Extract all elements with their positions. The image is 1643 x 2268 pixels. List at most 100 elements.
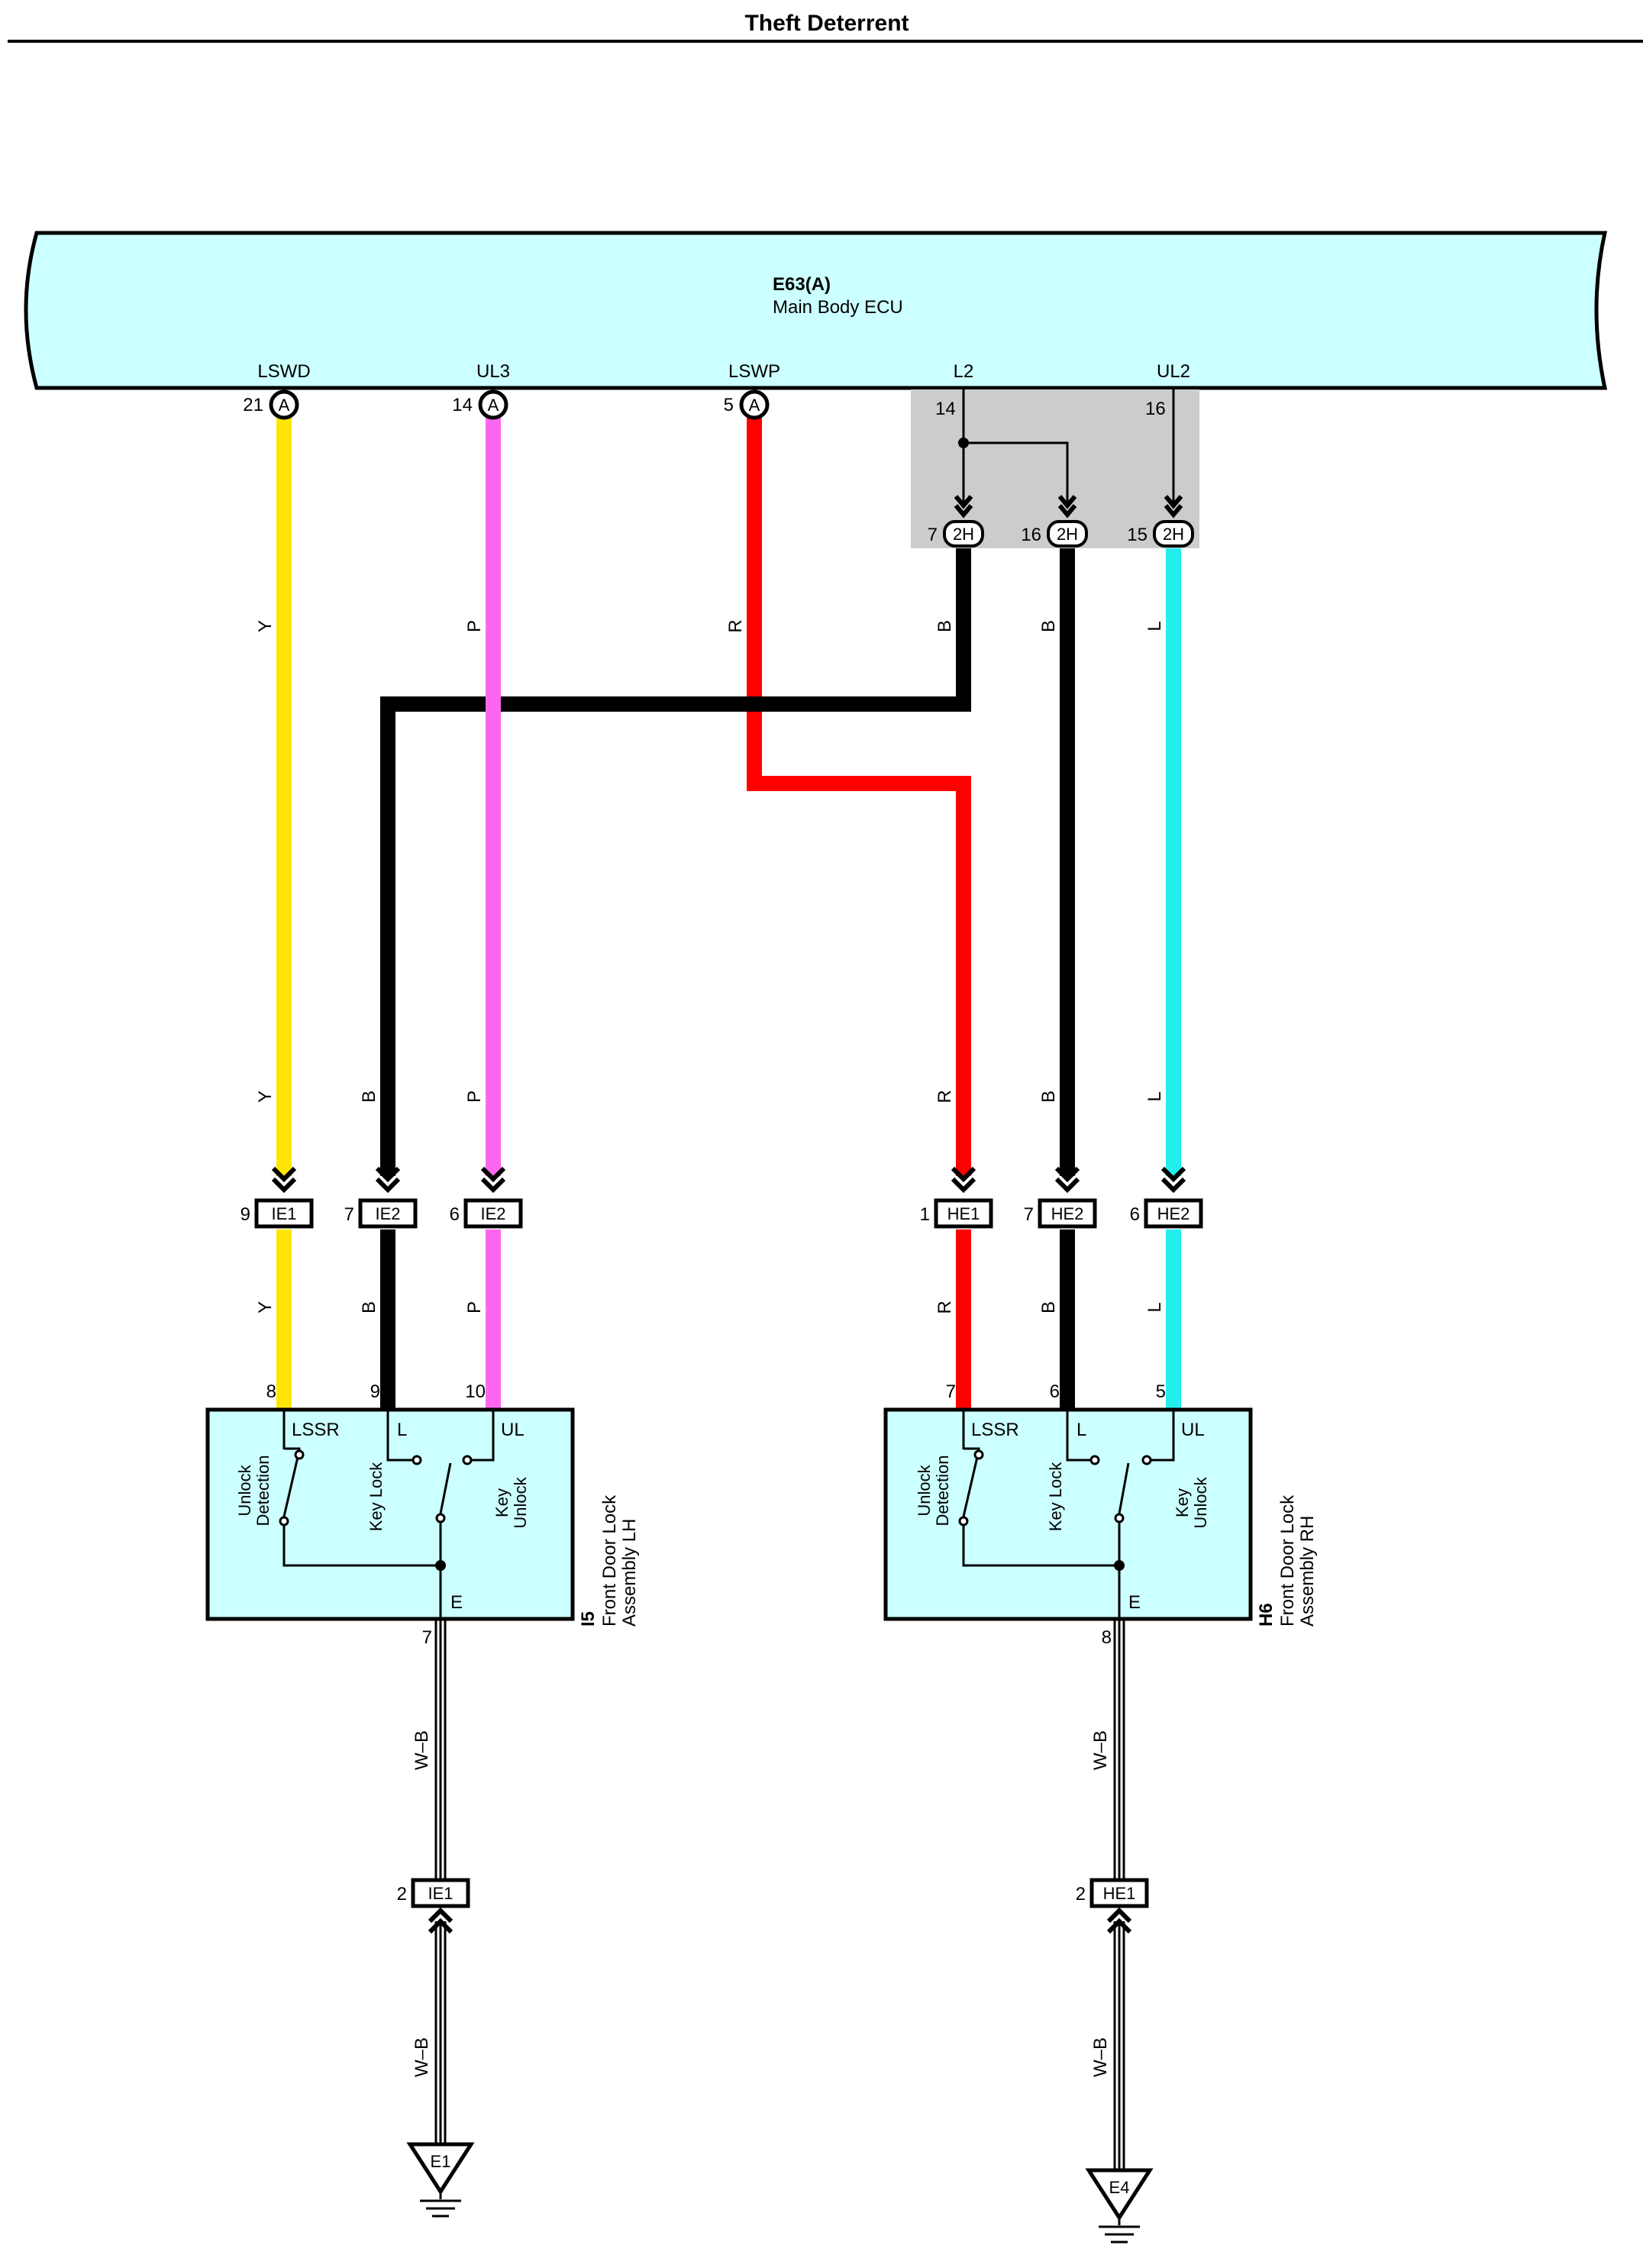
conn-ie1-2-number: 2	[397, 1884, 407, 1905]
conn-he1-2-number: 2	[1076, 1884, 1086, 1905]
label-r-top: R	[725, 619, 746, 632]
wire-labels-low: Y B P R B L	[255, 1300, 1165, 1313]
label-l-mid: L	[1144, 1091, 1165, 1101]
conn-he2-7-number: 7	[1024, 1204, 1034, 1225]
rh-label-keyunlock1: Key	[1173, 1488, 1192, 1517]
ground-e1-label: E1	[431, 2152, 451, 2171]
conn-ie1-9	[254, 1198, 314, 1229]
arrow-2h-1b	[954, 504, 973, 519]
page-title: Theft Deterrent	[744, 11, 909, 36]
conn-2h-7-code: 2H	[953, 525, 974, 544]
rh-key-blade	[1118, 1462, 1130, 1514]
conn-he2-6	[1144, 1198, 1203, 1229]
lh-label-keyunlock1: Key	[492, 1488, 512, 1517]
rh-wb-label-lower: W–B	[1090, 2037, 1111, 2077]
lh-door-lock-assembly: 8 9 10 LSSR L UL E Unlock Detection Key …	[205, 1381, 640, 1627]
lh-pin-8: 8	[266, 1381, 276, 1402]
conn-he2-7	[1038, 1198, 1097, 1229]
lh-assembly-code: I5	[578, 1611, 599, 1627]
rh-pin-8: 8	[1102, 1627, 1112, 1648]
rh-assembly-name2: Assembly RH	[1297, 1516, 1318, 1627]
lh-term-ul: UL	[501, 1420, 525, 1440]
ecu-block	[24, 231, 1608, 390]
conn-ie1-2	[411, 1878, 470, 1908]
ground-e4-label: E4	[1109, 2178, 1130, 2197]
ecu-pin-ul3	[478, 389, 508, 420]
l2-pin-number: 14	[935, 399, 956, 419]
label-b-2h16: B	[1038, 620, 1059, 632]
ecu-code: E63(A)	[773, 274, 831, 295]
lh-assembly-name1: Front Door Lock	[599, 1494, 620, 1627]
conn-2h-7-number: 7	[928, 525, 938, 545]
lh-label-keyunlock2: Unlock	[511, 1476, 530, 1528]
label-y-top: Y	[255, 620, 276, 632]
rh-term-l: L	[1077, 1420, 1086, 1440]
label-p-low: P	[464, 1301, 485, 1313]
lh-keyunlock-contact	[462, 1455, 473, 1465]
lh-pin-7: 7	[422, 1627, 432, 1648]
lh-keylock-contact	[412, 1455, 422, 1465]
conn-2h-15-number: 15	[1127, 525, 1148, 545]
conn-he1-1-code: HE1	[947, 1204, 980, 1223]
wire-b-left-upper	[380, 548, 971, 1176]
lh-term-l: L	[397, 1420, 407, 1440]
rh-assembly-code: H6	[1256, 1603, 1277, 1627]
label-b-mid-l: B	[359, 1090, 379, 1103]
conn-ie2-6	[463, 1198, 523, 1229]
lh-ground-path: 7 W–B IE1 2 W–B E1	[397, 1619, 475, 2218]
label-l-low: L	[1144, 1302, 1165, 1312]
rh-term-e: E	[1128, 1592, 1141, 1613]
conn-ie1-9-code: IE1	[271, 1204, 296, 1223]
rh-pin-5: 5	[1156, 1381, 1166, 1402]
conn-2h-7	[943, 520, 984, 548]
ecu-pin-lswp-conn: A	[749, 396, 760, 415]
ecu-pin-lswd-number: 21	[243, 395, 263, 415]
conn-ie2-7	[358, 1198, 418, 1229]
rh-term-ul: UL	[1181, 1420, 1205, 1440]
lh-wb-label-upper: W–B	[412, 1730, 432, 1770]
label-l-top: L	[1144, 621, 1165, 631]
lh-label-unlock2: Detection	[253, 1455, 273, 1527]
conn-he1-2-code: HE1	[1103, 1884, 1136, 1903]
lh-e-splice	[435, 1560, 446, 1571]
conn-he2-7-code: HE2	[1051, 1204, 1084, 1223]
ecu-pin-name-lswd: LSWD	[257, 361, 310, 382]
label-p-mid: P	[464, 1090, 485, 1103]
rh-door-lock-assembly: 7 6 5 LSSR L UL E Unlock Detection Key L…	[883, 1381, 1318, 1627]
wire-labels-upper: Y P R B B L	[255, 619, 1165, 632]
conn-2h-16	[1047, 520, 1088, 548]
label-y-mid: Y	[255, 1090, 276, 1103]
conn-ie2-7-code: IE2	[375, 1204, 400, 1223]
arrow-2h-2	[1057, 495, 1077, 509]
lh-assembly-box	[205, 1407, 575, 1621]
arrow-2h-2b	[1057, 504, 1077, 519]
label-r-low: R	[934, 1300, 955, 1313]
conn-2h-16-number: 16	[1021, 525, 1041, 545]
rh-pin-6: 6	[1050, 1381, 1060, 1402]
ecu-pin-ul3-number: 14	[452, 395, 473, 415]
conn-he2-6-code: HE2	[1157, 1204, 1190, 1223]
lh-label-keylock: Key Lock	[366, 1462, 386, 1531]
rh-ground-path: 8 W–B HE1 2 W–B E4	[1076, 1619, 1154, 2244]
label-b-low-r: B	[1038, 1301, 1059, 1313]
inline-arrows	[271, 1166, 1186, 1194]
ecu-pin-name-l2: L2	[954, 361, 974, 382]
conn-he2-6-number: 6	[1130, 1204, 1140, 1225]
ground-e1	[406, 2142, 475, 2195]
conn-2h-15	[1153, 520, 1194, 548]
label-p-top: P	[464, 620, 485, 632]
lh-pin-10: 10	[465, 1381, 486, 1402]
lh-key-blade	[439, 1462, 452, 1514]
rh-pin-7: 7	[946, 1381, 956, 1402]
conn-he1-1	[934, 1198, 993, 1229]
label-y-low: Y	[255, 1301, 276, 1313]
conn-ie1-2-code: IE1	[428, 1884, 453, 1903]
conn-ie2-6-number: 6	[450, 1204, 460, 1225]
ecu-pin-name-lswp: LSWP	[728, 361, 780, 382]
lh-unlock-switch-blade	[282, 1456, 299, 1517]
conn-2h-16-code: 2H	[1057, 525, 1078, 544]
rh-unlock-switch-blade	[962, 1456, 979, 1517]
rh-assembly-name1: Front Door Lock	[1277, 1494, 1298, 1627]
arrow-2h-3b	[1164, 504, 1183, 519]
